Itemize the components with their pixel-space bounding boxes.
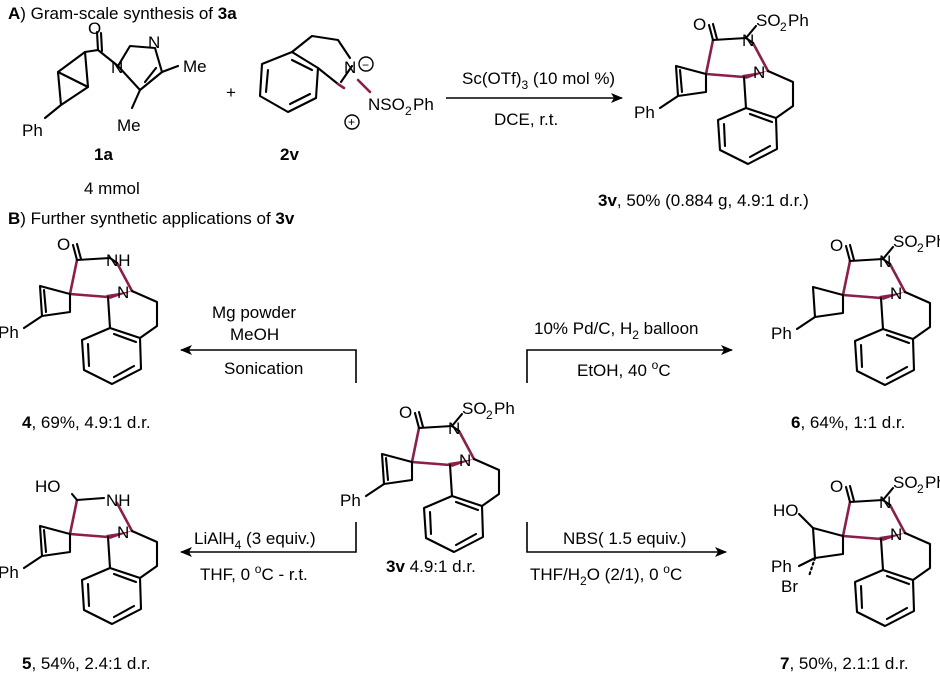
reactant-2v-structure: N NSO 2 Ph − + [258, 34, 434, 130]
cond-7-line2: THF/H2O (2/1), 0 oC [530, 562, 682, 588]
cond-4-line2: MeOH [230, 325, 279, 344]
svg-text:Me: Me [183, 57, 207, 76]
svg-text:O: O [830, 236, 843, 255]
svg-text:N: N [890, 284, 902, 303]
svg-text:SO: SO [893, 232, 918, 251]
cond-7-line1: NBS( 1.5 equiv.) [563, 529, 686, 548]
label-1a: 1a [94, 145, 113, 164]
amount-1a: 4 mmol [84, 179, 140, 198]
svg-text:N: N [117, 523, 129, 542]
svg-text:Br: Br [781, 577, 798, 596]
svg-text:2: 2 [486, 408, 493, 422]
svg-text:SO: SO [462, 399, 487, 418]
product-4-structure: O NH N Ph [0, 235, 159, 386]
caption-7: 7, 50%, 2.1:1 d.r. [780, 654, 909, 673]
svg-text:SO: SO [893, 473, 918, 492]
caption-5: 5, 54%, 2.4:1 d.r. [22, 654, 151, 673]
svg-text:Ph: Ph [340, 491, 361, 510]
svg-text:O: O [830, 477, 843, 496]
svg-text:Me: Me [117, 116, 141, 135]
svg-text:−: − [362, 58, 369, 72]
main-conditions-top: Sc(OTf)3 (10 mol %) [462, 69, 615, 92]
arrow-to-4 [180, 345, 357, 383]
plus-sign: + [226, 83, 236, 102]
svg-text:N: N [448, 419, 460, 438]
svg-text:2: 2 [917, 241, 924, 255]
cond-4-line1: Mg powder [212, 303, 296, 322]
section-a-heading: A) Gram-scale synthesis of 3a [8, 4, 237, 23]
arrow-to-6 [526, 345, 733, 383]
svg-text:Ph: Ph [925, 473, 940, 492]
svg-text:Ph: Ph [22, 121, 43, 140]
svg-text:N: N [111, 58, 123, 77]
svg-text:HO: HO [35, 477, 61, 496]
svg-text:O: O [693, 15, 706, 34]
caption-3v-top: 3v, 50% (0.884 g, 4.9:1 d.r.) [598, 191, 809, 210]
label-2v: 2v [280, 145, 299, 164]
arrow-to-5 [180, 522, 357, 557]
reactant-1a-structure: O N N Me Me Ph [22, 19, 207, 140]
svg-text:N: N [879, 493, 891, 512]
product-6-structure: O N N SO 2 Ph Ph [771, 232, 940, 387]
main-conditions-bottom: DCE, r.t. [494, 110, 558, 129]
svg-text:2: 2 [405, 104, 412, 118]
svg-text:Ph: Ph [771, 557, 792, 576]
svg-text:N: N [753, 63, 765, 82]
svg-text:NSO: NSO [368, 95, 405, 114]
product-7-structure: O N N SO 2 Ph HO Ph Br [771, 473, 940, 628]
svg-text:Ph: Ph [413, 95, 434, 114]
svg-text:N: N [459, 451, 471, 470]
svg-text:2: 2 [917, 482, 924, 496]
svg-text:O: O [88, 19, 101, 38]
svg-text:O: O [399, 403, 412, 422]
svg-text:N: N [742, 31, 754, 50]
svg-text:O: O [57, 235, 70, 254]
caption-6: 6, 64%, 1:1 d.r. [791, 413, 905, 432]
cond-5-line1: LiAlH4 (3 equiv.) [194, 529, 316, 552]
svg-text:+: + [348, 115, 355, 129]
cond-5-line2: THF, 0 oC - r.t. [200, 562, 308, 584]
section-b-heading: B) Further synthetic applications of 3v [8, 209, 295, 228]
svg-text:N: N [148, 33, 160, 52]
caption-3v-center: 3v 4.9:1 d.r. [386, 557, 476, 576]
svg-text:NH: NH [106, 251, 131, 270]
svg-text:N: N [117, 283, 129, 302]
product-5-structure: HO NH N Ph [0, 477, 159, 626]
svg-text:Ph: Ph [0, 323, 19, 342]
svg-text:Ph: Ph [0, 563, 19, 582]
svg-text:NH: NH [106, 491, 131, 510]
product-3v-center-structure: O N N SO 2 Ph Ph [340, 399, 515, 554]
svg-text:Ph: Ph [634, 103, 655, 122]
arrow-to-7 [526, 522, 727, 557]
svg-text:Ph: Ph [494, 399, 515, 418]
cond-6-line2: EtOH, 40 oC [577, 358, 671, 380]
product-3v-top-structure: O N N SO 2 Ph Ph [634, 11, 809, 166]
svg-text:Ph: Ph [925, 232, 940, 251]
cond-4-line3: Sonication [224, 359, 303, 378]
svg-text:Ph: Ph [771, 324, 792, 343]
svg-text:N: N [890, 525, 902, 544]
svg-text:N: N [344, 58, 356, 77]
svg-text:N: N [879, 252, 891, 271]
svg-text:SO: SO [756, 11, 781, 30]
svg-text:Ph: Ph [788, 11, 809, 30]
svg-text:2: 2 [780, 20, 787, 34]
cond-6-line1: 10% Pd/C, H2 balloon [534, 319, 699, 342]
caption-4: 4, 69%, 4.9:1 d.r. [22, 413, 151, 432]
svg-text:HO: HO [773, 501, 799, 520]
